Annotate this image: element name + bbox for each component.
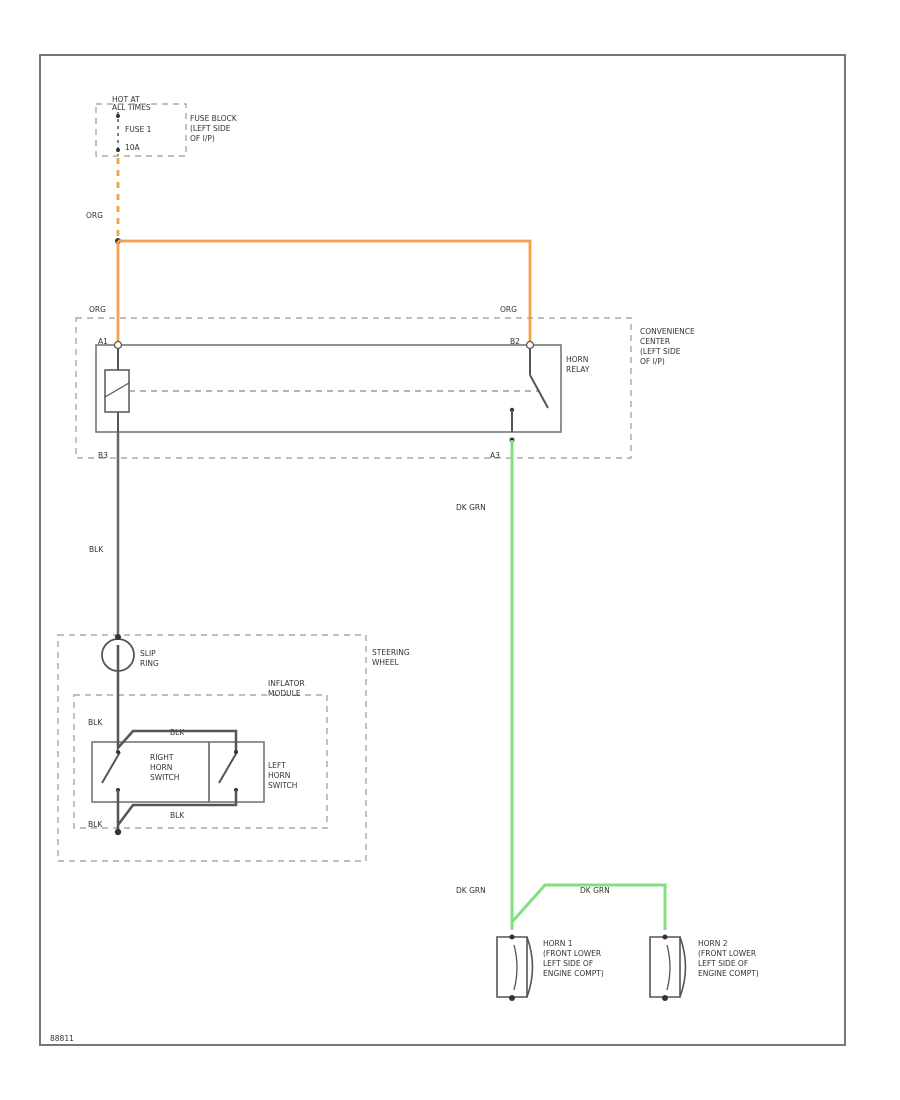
right-horn-switch-box (91, 741, 210, 803)
switch-wire-bottom (117, 790, 238, 826)
convenience-desc-1: CONVENIENCE (640, 327, 695, 336)
inflator-label-2: MODULE (268, 689, 301, 698)
right-horn-switch-label-3: SWITCH (150, 773, 179, 782)
inflator-wire-label-blk-2: BLK (88, 820, 103, 829)
inflator-wire-label-blk: BLK (88, 718, 103, 727)
fuse-block: HOT AT ALL TIMES FUSE 1 10A FUSE BLOCK (… (95, 95, 238, 157)
horn-2: HORN 2 (FRONT LOWER LEFT SIDE OF ENGINE … (649, 934, 759, 1001)
slip-ring-contact (115, 634, 121, 640)
steering-ground (114, 828, 122, 836)
relay-coil (104, 369, 130, 413)
horn-relay-body (95, 344, 562, 433)
horn-2-label-2: (FRONT LOWER (698, 949, 756, 958)
org-wire-label-right: ORG (500, 305, 517, 314)
steering-wheel-outline (57, 634, 367, 862)
fuse-label: FUSE 1 (125, 125, 152, 134)
fuse-block-outline (95, 103, 187, 157)
hot-label-1: HOT AT (112, 95, 140, 104)
fuse-block-desc-2: (LEFT SIDE (190, 124, 231, 133)
relay-pin-a1-terminal (113, 340, 123, 350)
fuse-rating: 10A (125, 143, 141, 152)
org-wire-label-left: ORG (89, 305, 106, 314)
grn-wire-label-2: DK GRN (456, 886, 486, 895)
horn-1-diaphragm (513, 944, 518, 991)
convenience-desc-4: OF I/P) (640, 357, 665, 366)
steering-wheel-title-1: STEERING (372, 648, 410, 657)
left-horn-switch-label-1: LEFT (268, 761, 286, 770)
horn-1-label-1: HORN 1 (543, 939, 573, 948)
horn-2-bell (679, 936, 687, 998)
relay-coil-winding (104, 382, 130, 398)
horn-1-bell (526, 936, 534, 998)
switch-wire-top (116, 645, 238, 752)
right-switch-blade (101, 751, 121, 784)
diagram-frame (39, 54, 846, 1046)
left-horn-switch-label-2: HORN (268, 771, 290, 780)
steering-wheel: STEERING WHEEL SLIP RING INFLATOR MODULE… (57, 634, 410, 862)
horn-2-terminal-bottom (662, 995, 668, 1001)
inflator-wire-label-bottom: BLK (170, 811, 185, 820)
grn-wire-to-horn-2 (510, 883, 667, 930)
horn-2-label-1: HORN 2 (698, 939, 728, 948)
horn-1: HORN 1 (FRONT LOWER LEFT SIDE OF ENGINE … (496, 934, 604, 1001)
left-horn-switch-label-3: SWITCH (268, 781, 297, 790)
horn-1-terminal-bottom (509, 995, 515, 1001)
convenience-desc-2: CENTER (640, 337, 670, 346)
convenience-center-outline (75, 317, 632, 459)
relay-pin-b3: B3 (98, 451, 108, 460)
grn-wire-label-3: DK GRN (580, 886, 610, 895)
slip-ring-label-1: SLIP (140, 649, 156, 658)
horn-relay-label-2: RELAY (566, 365, 590, 374)
green-wires: DK GRN DK GRN DK GRN (456, 437, 667, 930)
relay-contact-arm (529, 374, 549, 409)
inflator-label-1: INFLATOR (268, 679, 305, 688)
left-switch-blade (218, 751, 238, 784)
orange-wires: ORG ORG ORG (86, 158, 532, 345)
horn-2-label-4: ENGINE COMPT) (698, 969, 759, 978)
relay-pin-b2-terminal (525, 340, 535, 350)
black-wire: BLK (89, 432, 120, 645)
inflator-module-outline (73, 694, 328, 829)
horn-1-terminal-top (509, 934, 515, 940)
horn-1-label-4: ENGINE COMPT) (543, 969, 604, 978)
convenience-desc-3: (LEFT SIDE (640, 347, 681, 356)
relay-pin-a1: A1 (98, 337, 108, 346)
fuse-block-desc-1: FUSE BLOCK (190, 114, 238, 123)
convenience-center: CONVENIENCE CENTER (LEFT SIDE OF I/P) HO… (75, 317, 695, 460)
horn-1-label-2: (FRONT LOWER (543, 949, 601, 958)
horn-2-label-3: LEFT SIDE OF (698, 959, 748, 968)
horn-2-diaphragm (666, 944, 671, 991)
org-wire-label-top: ORG (86, 211, 103, 220)
horn-2-body (649, 936, 681, 998)
right-horn-switch-label-2: HORN (150, 763, 172, 772)
horn-1-label-3: LEFT SIDE OF (543, 959, 593, 968)
grn-wire-label-1: DK GRN (456, 503, 486, 512)
horn-relay-label-1: HORN (566, 355, 588, 364)
fuse-terminal-bottom (116, 148, 120, 152)
fuse-block-desc-3: OF I/P) (190, 134, 215, 143)
left-switch-contact-top (234, 750, 238, 754)
steering-wheel-title-2: WHEEL (372, 658, 400, 667)
relay-pin-a3: A3 (490, 451, 500, 460)
horn-1-body (496, 936, 528, 998)
footer-code: 88811 (50, 1034, 74, 1043)
horn-2-terminal-top (662, 934, 668, 940)
relay-pin-b2: B2 (510, 337, 520, 346)
hot-label-2: ALL TIMES (112, 103, 151, 112)
blk-wire-label: BLK (89, 545, 104, 554)
right-horn-switch-label-1: RIGHT (150, 753, 174, 762)
right-switch-contact-top (116, 750, 120, 754)
fuse-terminal-top (116, 114, 120, 118)
inflator-wire-label-top: BLK (170, 728, 185, 737)
org-wire-to-relay-pin (118, 239, 532, 345)
slip-ring-label-2: RING (140, 659, 159, 668)
